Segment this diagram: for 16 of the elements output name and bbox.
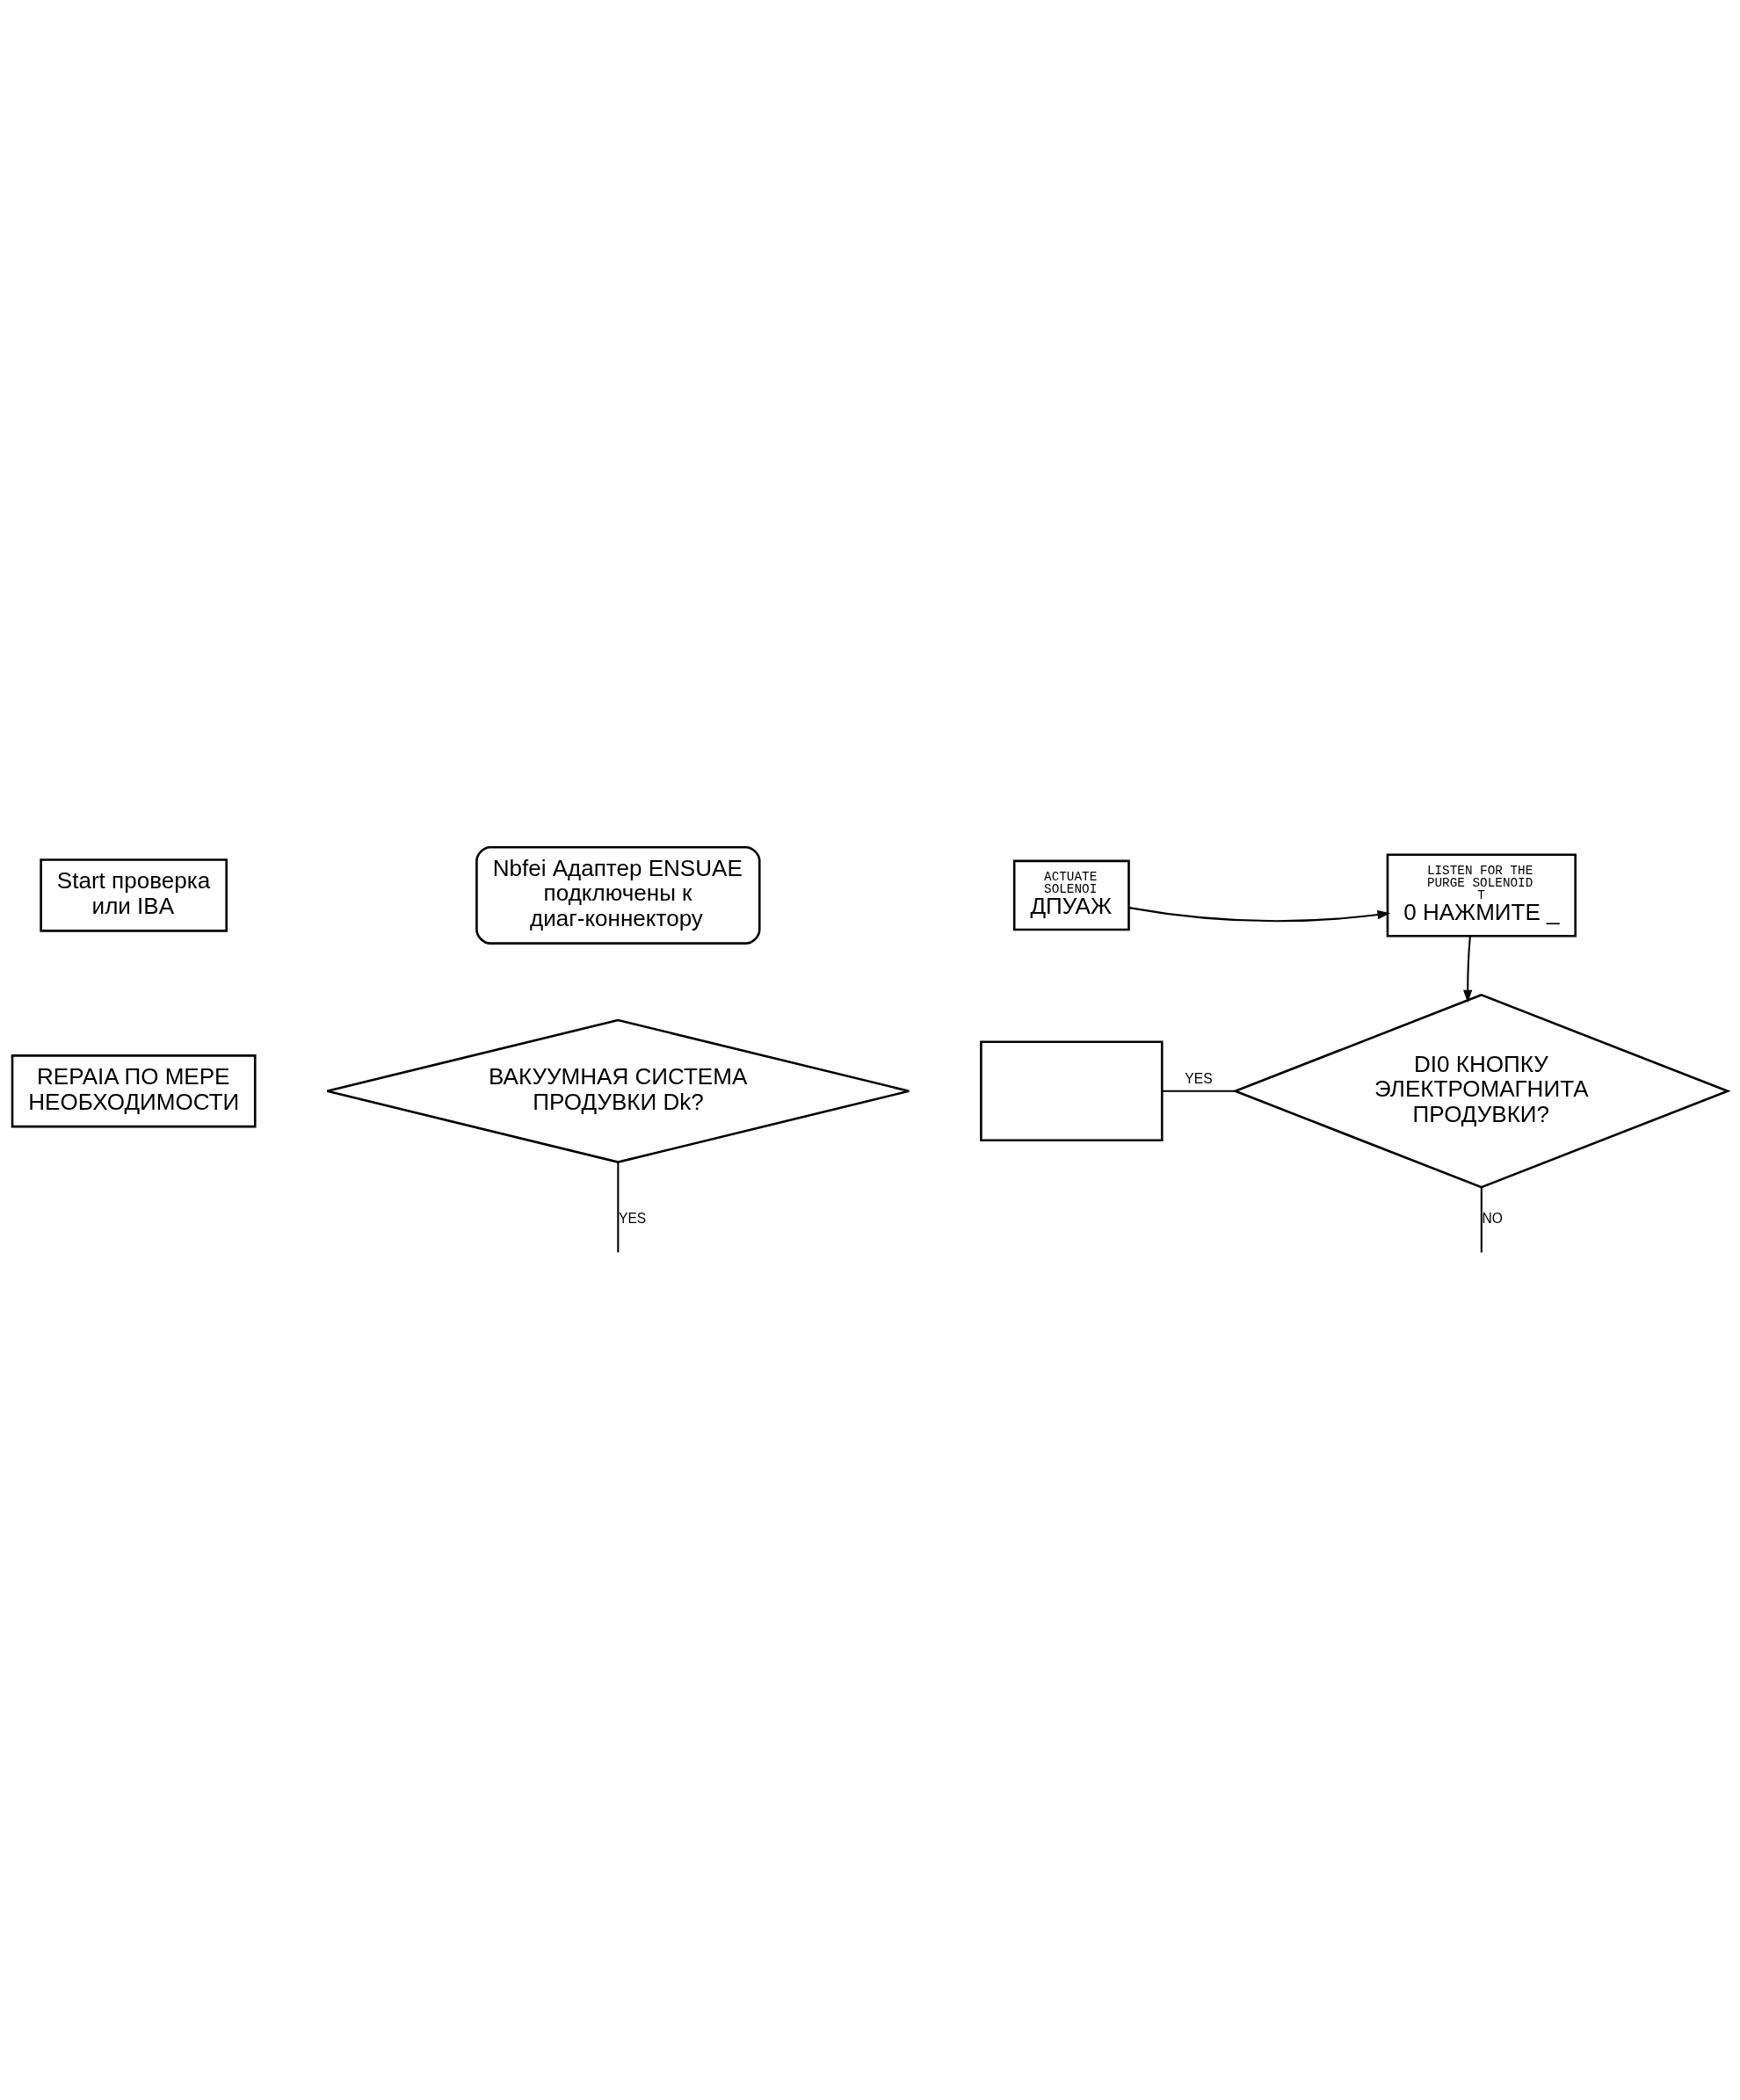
node-diamond: ВАКУУМНАЯ СИСТЕМА ПРОДУВКИ Dk? <box>326 1018 910 1163</box>
node-box: Start проверка или IBA <box>40 858 228 932</box>
node-diamond: DI0 КНОПКУ ЭЛЕКТРОМАГНИТА ПРОДУВКИ? <box>1232 993 1731 1189</box>
edge-label: YES <box>618 1210 647 1226</box>
node-box: REPAIA ПО МЕРЕ НЕОБХОДИМОСТИ <box>11 1054 257 1127</box>
arrow <box>1463 935 1473 1003</box>
node-box: ACTUATE SOLENOI ДПУАЖ <box>1012 859 1130 931</box>
edge-label: YES <box>1185 1070 1213 1086</box>
connector <box>617 1162 620 1252</box>
node-box: LISTEN FOR THE PURGE SOLENOID T 0 НАЖМИТЕ _ <box>1386 852 1577 937</box>
arrow <box>1128 906 1391 922</box>
edge-label: NO <box>1482 1210 1503 1226</box>
connector <box>1162 1090 1236 1092</box>
node-box: Nbfei Адаптер ENSUAE подключены к диаг-коннектору <box>475 845 761 945</box>
connector <box>1480 1186 1483 1252</box>
node-box <box>980 1039 1164 1141</box>
